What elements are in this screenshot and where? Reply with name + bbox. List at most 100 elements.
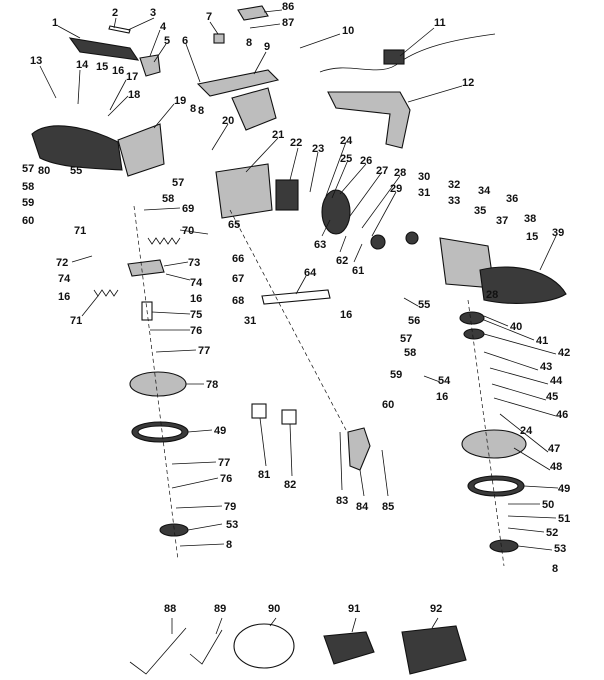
callout-12: 12 <box>462 77 474 89</box>
callout-10: 10 <box>342 25 354 37</box>
callout-90: 90 <box>268 603 280 615</box>
part-drive-wheel-left <box>129 371 187 397</box>
callout-40: 40 <box>510 321 522 333</box>
part-spare-blade <box>233 623 295 669</box>
part-blade-guide <box>347 427 371 471</box>
part-gear-medium <box>405 231 419 245</box>
part-plate <box>127 259 165 277</box>
callout-71-left: 71 <box>74 225 86 237</box>
callout-33: 33 <box>448 195 460 207</box>
callout-31-mid: 31 <box>244 315 256 327</box>
callout-88: 88 <box>164 603 176 615</box>
part-gear-right-41 <box>459 311 485 325</box>
callout-43: 43 <box>540 361 552 373</box>
callout-65: 65 <box>228 219 240 231</box>
callout-57-mid: 57 <box>400 333 412 345</box>
callout-84: 84 <box>356 501 369 513</box>
callout-51: 51 <box>558 513 570 525</box>
callout-16-top: 16 <box>112 65 124 77</box>
part-fan-plate <box>321 189 351 235</box>
callout-55-left: 55 <box>70 165 82 177</box>
part-wiring <box>319 33 496 73</box>
callout-69: 69 <box>182 203 194 215</box>
callout-49-left: 49 <box>214 425 226 437</box>
callout-60-mid: 60 <box>382 399 394 411</box>
callout-16-center: 16 <box>190 293 202 305</box>
callout-77-upper: 77 <box>198 345 210 357</box>
part-hex-key-large <box>129 627 187 675</box>
part-blade-band-right-inner <box>473 479 519 493</box>
callout-23: 23 <box>312 143 324 155</box>
callout-15-top: 15 <box>96 61 108 73</box>
callout-41: 41 <box>536 335 548 347</box>
callout-24-right: 24 <box>520 425 533 437</box>
callout-17: 17 <box>126 71 138 83</box>
callout-16-left: 16 <box>58 291 70 303</box>
callout-8-mid: 8 <box>190 103 196 115</box>
callout-74-right: 74 <box>190 277 203 289</box>
callout-89: 89 <box>214 603 226 615</box>
callout-58-mid: 58 <box>404 347 416 359</box>
callout-80: 80 <box>38 165 50 177</box>
callout-4: 4 <box>160 21 167 33</box>
callout-27: 27 <box>376 165 388 177</box>
callout-21: 21 <box>272 129 284 141</box>
callout-57-left: 57 <box>22 163 34 175</box>
part-label-b <box>281 409 297 425</box>
callout-44: 44 <box>550 375 563 387</box>
callout-28-right: 28 <box>486 289 498 301</box>
callout-72: 72 <box>56 257 68 269</box>
callout-15-right: 15 <box>526 231 538 243</box>
callout-46: 46 <box>556 409 568 421</box>
callout-47: 47 <box>548 443 560 455</box>
callout-20: 20 <box>222 115 234 127</box>
callout-82: 82 <box>284 479 296 491</box>
part-gear-right-42 <box>463 328 485 340</box>
callout-76-upper: 76 <box>190 325 202 337</box>
callouts: 1 2 3 4 5 6 7 8 9 10 11 12 13 14 15 16 1… <box>22 1 570 635</box>
callout-60-left: 60 <box>22 215 34 227</box>
callout-39: 39 <box>552 227 564 239</box>
callout-2: 2 <box>112 7 118 19</box>
callout-71-lower: 71 <box>70 315 82 327</box>
callout-25: 25 <box>340 153 352 165</box>
parts-drawing <box>31 5 567 675</box>
callout-83: 83 <box>336 495 348 507</box>
callout-70: 70 <box>182 225 194 237</box>
callout-76-lower: 76 <box>220 473 232 485</box>
callout-57-center: 57 <box>172 177 184 189</box>
callout-38: 38 <box>524 213 536 225</box>
callout-5: 5 <box>164 35 170 47</box>
callout-58-center: 58 <box>162 193 174 205</box>
part-screw-top <box>108 25 131 34</box>
part-drive-wheel-right <box>461 429 527 459</box>
callout-29: 29 <box>390 183 402 195</box>
part-motor-housing <box>231 87 277 131</box>
callout-81: 81 <box>258 469 270 481</box>
callout-91: 91 <box>348 603 360 615</box>
part-right-guard <box>479 266 567 304</box>
callout-45: 45 <box>546 391 558 403</box>
callout-59-left: 59 <box>22 197 34 209</box>
callout-92: 92 <box>430 603 442 615</box>
callout-26: 26 <box>360 155 372 167</box>
callout-50: 50 <box>542 499 554 511</box>
callout-53-left: 53 <box>226 519 238 531</box>
callout-67: 67 <box>232 273 244 285</box>
callout-68: 68 <box>232 295 244 307</box>
axis-left <box>133 205 179 561</box>
part-gear-small <box>370 234 386 250</box>
part-spring-upper <box>147 237 181 245</box>
callout-36: 36 <box>506 193 518 205</box>
callout-64: 64 <box>304 267 317 279</box>
callout-74-left: 74 <box>58 273 71 285</box>
callout-28-top: 28 <box>394 167 406 179</box>
callout-59-mid: 59 <box>390 369 402 381</box>
callout-48: 48 <box>550 461 562 473</box>
callout-58-left: 58 <box>22 181 34 193</box>
callout-42: 42 <box>558 347 570 359</box>
part-bearing-right <box>489 539 519 553</box>
callout-85: 85 <box>382 501 394 513</box>
part-motor-body <box>215 163 273 219</box>
part-main-handle <box>327 91 411 149</box>
